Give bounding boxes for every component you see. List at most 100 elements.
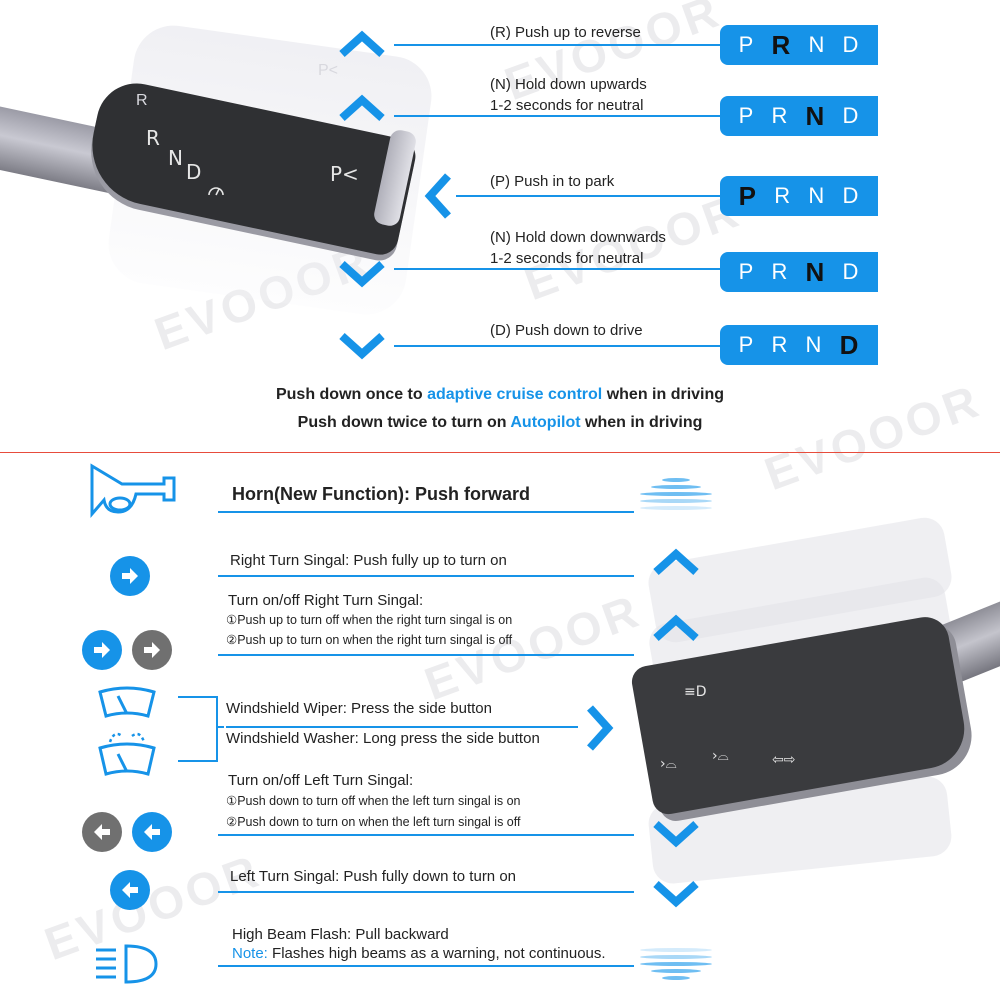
stalk-letter-p: P<: [330, 162, 359, 186]
callout-line: [394, 44, 720, 46]
pull-backward-wave-icon: [640, 948, 712, 983]
step-neutral-up-label: (N) Hold down upwards 1-2 seconds for ne…: [490, 74, 647, 116]
step-reverse-label: (R) Push up to reverse: [490, 24, 641, 41]
high-beam-label: High Beam Flash: Pull backward: [232, 926, 449, 943]
callout-line: [218, 654, 634, 656]
gear-indicator-park: P R N D: [720, 176, 878, 216]
right-arrow-icon: [132, 630, 172, 670]
windshield-wiper-icon: [98, 686, 156, 718]
chevron-down-icon: [652, 878, 700, 910]
gear-r-active: R: [771, 29, 792, 60]
callout-line: [394, 268, 720, 270]
wiper-label: Windshield Wiper: Press the side button: [226, 700, 492, 717]
step-neutral-down-line2: 1-2 seconds for neutral: [490, 250, 644, 267]
gear-r: R: [774, 183, 792, 208]
chevron-right-icon: [584, 704, 616, 752]
left-arrow-icon: [132, 812, 172, 852]
washer-label: Windshield Washer: Long press the side b…: [226, 730, 540, 747]
callout-line: [218, 891, 634, 893]
step-neutral-up-line2: 1-2 seconds for neutral: [490, 97, 644, 114]
chevron-up-icon: [338, 28, 386, 60]
stalk-ghost-letter: R: [136, 92, 148, 109]
gear-p: P: [738, 32, 755, 57]
note-text: when in driving: [580, 414, 703, 431]
gear-n-active: N: [805, 256, 826, 287]
note-text: Push down twice to turn on: [297, 414, 511, 431]
gear-p: P: [738, 103, 755, 128]
gear-p: P: [738, 332, 755, 357]
gear-d: D: [842, 32, 860, 57]
gear-r: R: [771, 259, 789, 284]
right-toggle-step1: ①Push up to turn off when the right turn…: [226, 613, 513, 627]
cruise-control-icon: [208, 187, 224, 196]
note-label: Note:: [232, 945, 268, 962]
gear-d-active: D: [839, 329, 860, 360]
note-text: when in driving: [602, 386, 725, 403]
gear-r: R: [771, 332, 789, 357]
gear-indicator-reverse: P R N D: [720, 25, 878, 65]
chevron-up-icon: [652, 546, 700, 578]
step-neutral-up-line1: (N) Hold down upwards: [490, 76, 647, 93]
horn-label: Horn(New Function): Push forward: [232, 484, 530, 504]
note-text: Flashes high beams as a warning, not con…: [267, 945, 606, 962]
headlight-icon: ≡D: [684, 684, 707, 700]
note-highlight: Autopilot: [510, 414, 581, 431]
callout-line: [456, 195, 720, 197]
push-forward-wave-icon: [640, 478, 712, 513]
note-text: Push down once to: [275, 386, 428, 403]
left-arrow-icon: [82, 812, 122, 852]
right-arrow-icon: [110, 556, 150, 596]
callout-line: [226, 726, 578, 728]
chevron-up-icon: [338, 92, 386, 124]
callout-line: [218, 575, 634, 577]
gear-n: N: [808, 183, 826, 208]
chevron-up-icon: [652, 612, 700, 644]
gear-n: N: [805, 332, 823, 357]
chevron-left-icon: [422, 172, 454, 220]
watermark: EVOOOR: [417, 583, 649, 711]
left-turn-label: Left Turn Singal: Push fully down to tur…: [230, 868, 517, 885]
gear-n-active: N: [805, 100, 826, 131]
callout-line: [218, 965, 634, 967]
callout-line: [218, 511, 634, 513]
stalk-ghost-letter: P<: [318, 62, 339, 79]
bracket-line: [216, 726, 224, 728]
gear-p: P: [738, 259, 755, 284]
gear-n: N: [808, 32, 826, 57]
gear-d: D: [842, 183, 860, 208]
section-divider: [0, 452, 1000, 453]
gear-r: R: [771, 103, 789, 128]
stalk-letter-n: N: [168, 146, 183, 170]
cruise-control-note: Push down once to adaptive cruise contro…: [0, 386, 1000, 404]
high-beam-icon: [96, 944, 158, 984]
left-arrow-icon: [110, 870, 150, 910]
gear-indicator-neutral-down: P R N D: [720, 252, 878, 292]
left-toggle-step1: ①Push down to turn off when the left tur…: [226, 794, 521, 808]
gear-indicator-drive: P R N D: [720, 325, 878, 365]
left-toggle-title: Turn on/off Left Turn Singal:: [228, 772, 414, 789]
gear-p-active: P: [738, 180, 757, 211]
gear-d: D: [842, 259, 860, 284]
chevron-down-icon: [338, 330, 386, 362]
chevron-down-icon: [652, 818, 700, 850]
gear-indicator-neutral-up: P R N D: [720, 96, 878, 136]
gear-d: D: [842, 103, 860, 128]
chevron-down-icon: [338, 258, 386, 290]
right-toggle-title: Turn on/off Right Turn Singal:: [228, 592, 424, 609]
wiper-icon: ›⌓: [660, 756, 677, 772]
callout-line: [394, 345, 720, 347]
washer-icon: ›⌓: [712, 748, 729, 764]
right-arrow-icon: [82, 630, 122, 670]
right-toggle-step2: ②Push up to turn on when the right turn …: [226, 633, 513, 647]
stalk-letter-d: D: [186, 160, 202, 184]
right-turn-label: Right Turn Singal: Push fully up to turn…: [230, 552, 507, 569]
callout-line: [218, 834, 634, 836]
left-toggle-step2: ②Push down to turn on when the left turn…: [226, 815, 521, 829]
turn-arrows-icon: ⇦⇨: [772, 752, 796, 768]
step-drive-label: (D) Push down to drive: [490, 322, 643, 339]
note-highlight: adaptive cruise control: [427, 386, 603, 403]
horn-icon: [90, 463, 176, 519]
wiper-bracket: [178, 696, 218, 762]
stalk-letter-r: R: [146, 126, 160, 150]
step-park-label: (P) Push in to park: [490, 173, 615, 190]
